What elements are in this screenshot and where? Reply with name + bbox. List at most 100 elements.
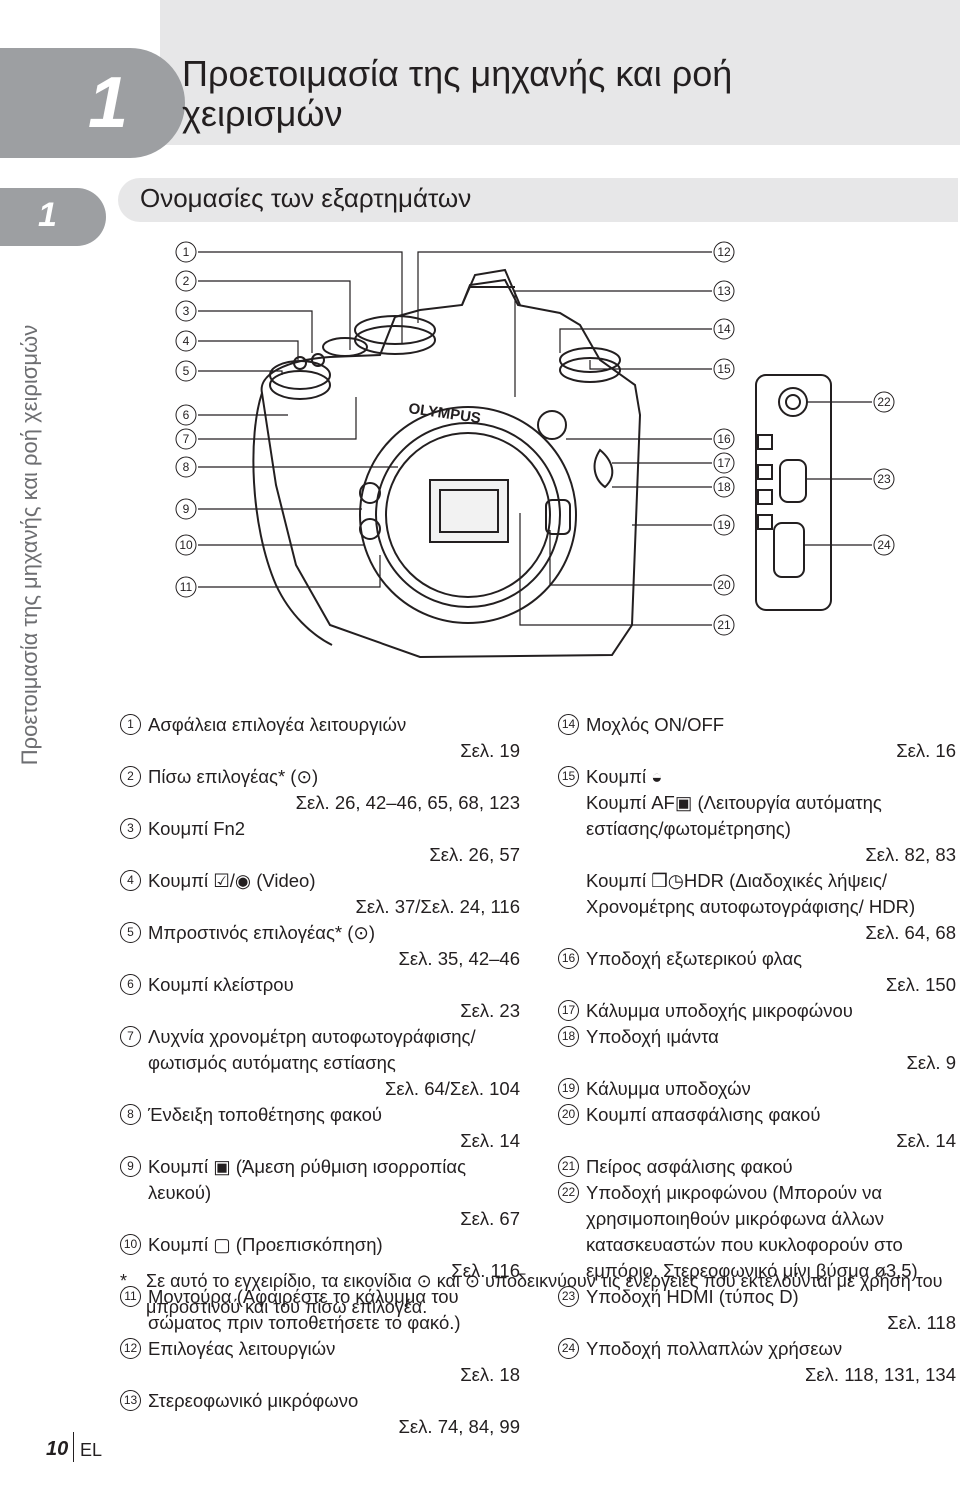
svg-text:12: 12 [717,245,731,259]
footnote-text: Σε αυτό το εγχειρίδιο, τα εικονίδια ⊙ κα… [146,1271,943,1317]
item-label: Πίσω επιλογέας* (⊙) [148,766,319,787]
parts-list-item: 23 Υποδοχή HDMI (τύπος D) Σελ. 118 [558,1284,956,1336]
item-label: Ασφάλεια επιλογέα λειτουργιών [148,714,407,735]
brand-logo: OLYMPUS [407,400,481,427]
callout-6: 6 [175,404,197,426]
chapter-title: Προετοιμασία της μηχανής και ροή χειρισμ… [182,53,733,134]
item-number-badge: 14 [558,714,579,735]
callout-12: 12 [713,241,735,263]
item-number-badge: 21 [558,1156,579,1177]
callout-9: 9 [175,498,197,520]
chapter-number: 1 [88,63,129,143]
svg-text:7: 7 [183,432,190,446]
item-page-ref: Σελ. 67 [460,1208,520,1229]
svg-text:19: 19 [717,518,731,532]
section-title: Ονομασίες των εξαρτημάτων [140,183,472,213]
item-label: Υποδοχή εξωτερικού φλας [586,948,803,969]
svg-text:14: 14 [717,322,731,336]
page-language: EL [80,1440,103,1460]
item-page-ref: Σελ. 26, 57 [429,844,520,865]
parts-list-item: 15 Κουμπί ◒ [558,764,956,790]
item-label: Κουμπί κλείστρου [148,974,294,995]
svg-text:21: 21 [717,618,731,632]
item-label: Ένδειξη τοποθέτησης φακού [148,1104,383,1125]
item-label: Μπροστινός επιλογέας* (⊙) [148,922,376,943]
callout-15: 15 [713,358,735,380]
section-bar [118,178,958,222]
item-page-ref: Σελ. 14 [460,1130,520,1151]
callout-2: 2 [175,270,197,292]
item-number-badge: 17 [558,1000,579,1021]
item-label: Κουμπί ◒ [586,766,663,787]
callout-5: 5 [175,360,197,382]
item-label: Πείρος ασφάλισης φακού [586,1156,793,1177]
item-number-badge: 16 [558,948,579,969]
parts-list-item: Κουμπί ❒◷HDR (Διαδοχικές λήψεις/ Χρονομέ… [558,868,956,946]
chapter-header-band [160,0,960,145]
item-number-badge: 2 [120,766,141,787]
callout-11: 11 [175,576,197,598]
item-label: Κάλυμμα υποδοχών [586,1078,751,1099]
chapter-header: 1 Προετοιμασία της μηχανής και ροή χειρι… [0,0,960,158]
item-label: Μοχλός ON/OFF [586,714,725,735]
item-number-badge: 1 [120,714,141,735]
item-page-ref: Σελ. 82, 83 [865,844,956,865]
svg-text:4: 4 [183,334,190,348]
side-chapter-number: 1 [38,196,57,234]
callout-19: 19 [713,514,735,536]
svg-text:13: 13 [717,284,731,298]
svg-text:23: 23 [877,472,891,486]
svg-text:2: 2 [183,274,190,288]
svg-text:8: 8 [183,460,190,474]
parts-list-item: Κουμπί AF▣ (Λειτουργία αυτόματης εστίαση… [558,790,956,868]
callout-7: 7 [175,428,197,450]
item-label: Υποδοχή HDMI (τύπος D) [586,1286,799,1307]
callout-21: 21 [713,614,735,636]
item-label: Επιλογέας λειτουργιών [148,1338,336,1359]
item-page-ref: Σελ. 150 [885,974,956,995]
page-number: 10 [46,1438,69,1460]
item-page-ref: Σελ. 9 [906,1052,956,1073]
item-number-badge: 18 [558,1026,579,1047]
item-label: Υποδοχή μικροφώνου (Μπορούν να χρησιμοπο… [586,1182,918,1281]
item-number-badge: 23 [558,1286,579,1307]
callout-17: 17 [713,452,735,474]
svg-text:11: 11 [180,580,193,594]
item-label: Μοντούρα (Αφαιρέστε το κάλυμμα του σώματ… [148,1286,461,1333]
item-number-badge: 5 [120,922,141,943]
item-page-ref: Σελ. 18 [460,1364,520,1385]
item-page-ref: Σελ. 118 [887,1312,956,1333]
item-page-ref: Σελ. 23 [460,1000,520,1021]
camera-diagram: OLYMPUS 1 2 3 4 5 6 7 8 9 [175,241,895,659]
item-number-badge: 15 [558,766,579,787]
callout-20: 20 [713,574,735,596]
item-page-ref: Σελ. 64, 68 [865,922,956,943]
item-page-ref: Σελ. 118, 131, 134 [805,1364,956,1385]
callout-24: 24 [873,534,895,556]
callout-18: 18 [713,476,735,498]
item-number-badge: 24 [558,1338,579,1359]
item-number-badge: 8 [120,1104,141,1125]
callout-4: 4 [175,330,197,352]
item-label: Στερεοφωνικό μικρόφωνο [148,1390,359,1411]
item-label: Κουμπί ☑/◉ (Video) [148,870,316,891]
item-number-badge: 12 [120,1338,141,1359]
